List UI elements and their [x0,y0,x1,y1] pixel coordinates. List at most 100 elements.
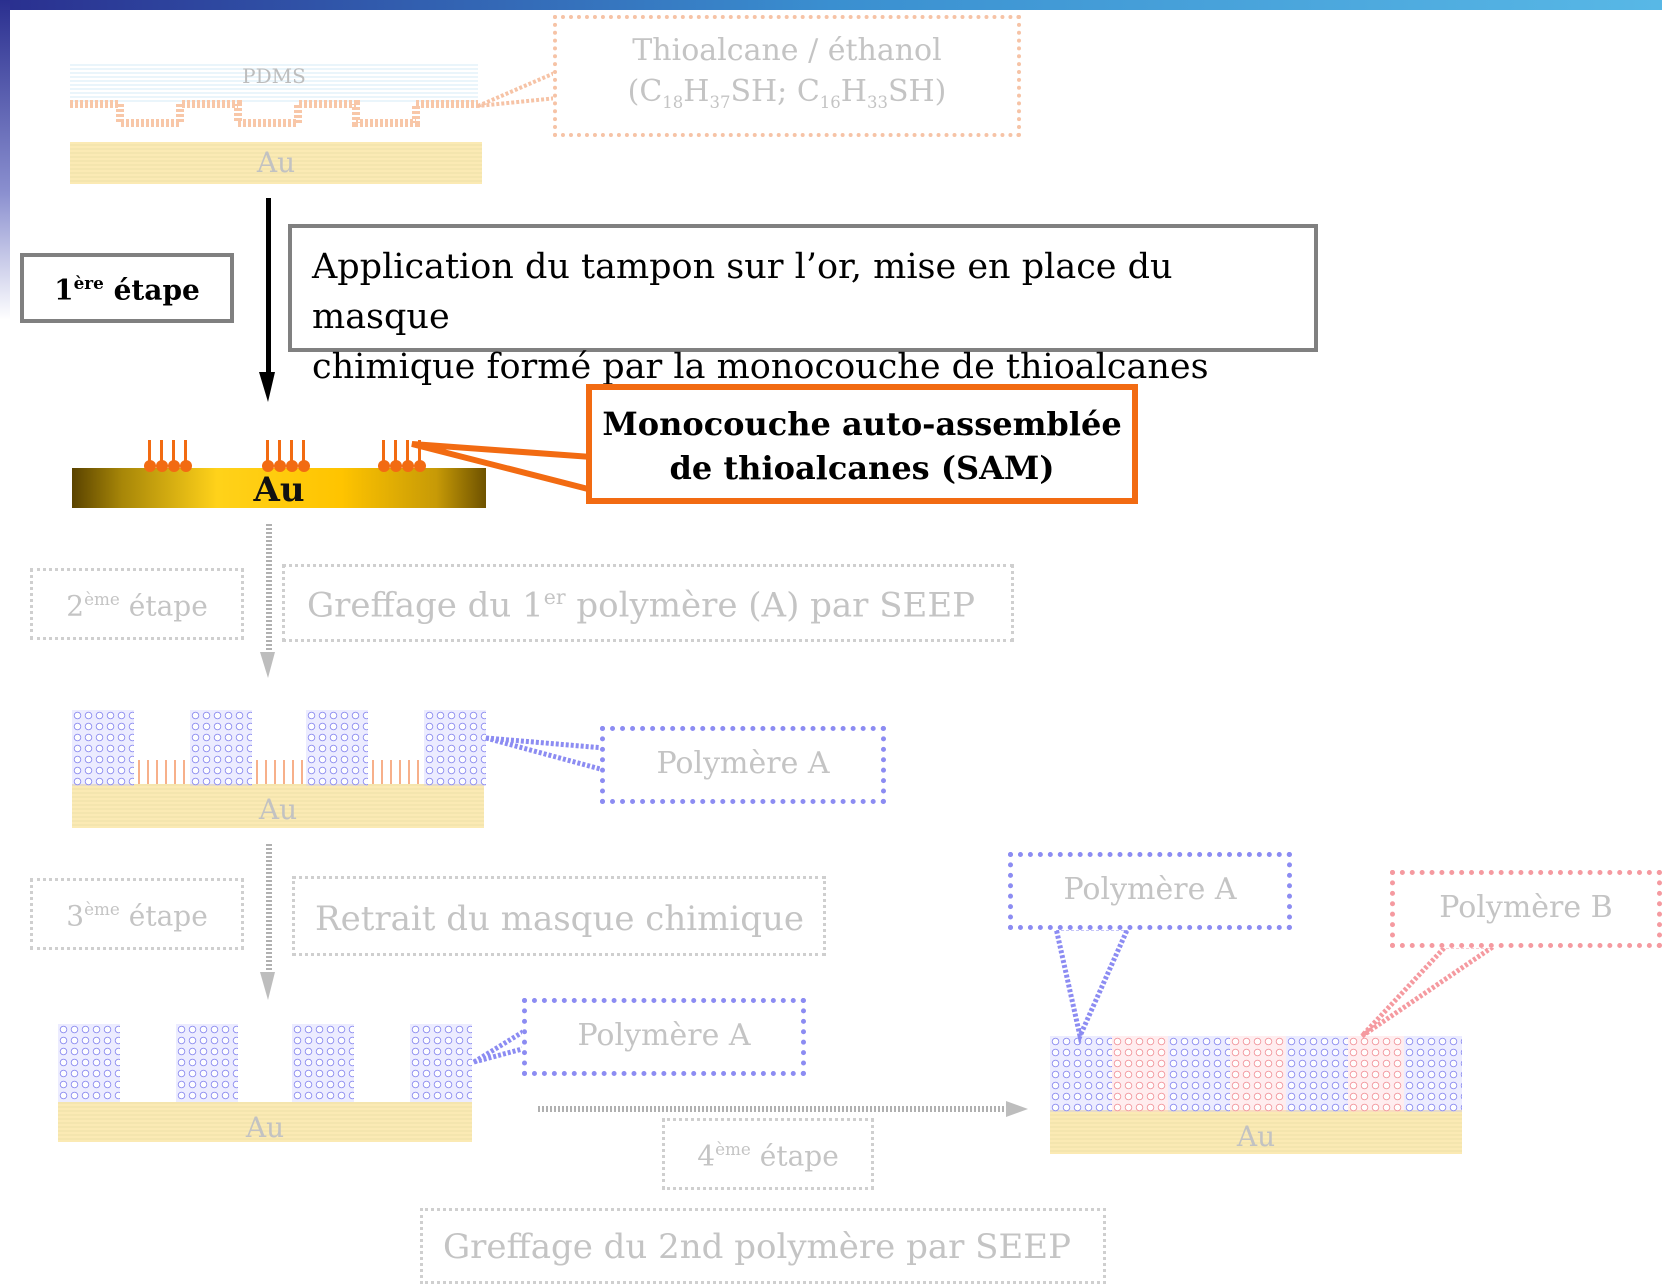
sam-callout: Monocouche auto-assemblée de thioalcanes… [586,384,1138,504]
gold-substrate-step4: Au [1050,1110,1462,1154]
polymer-a-block [1168,1036,1230,1112]
sam-chain [266,440,269,462]
sam-headgroup [262,460,274,472]
sam-chain [147,760,149,784]
polymer-b-block [1112,1036,1168,1112]
sam-chain [283,760,285,784]
polymer-a-callout-step2: Polymère A [600,726,886,804]
polymer-a-block [1286,1036,1348,1112]
polymer-a-block [1050,1036,1112,1112]
step1-arrow [266,198,271,376]
sam-chain [381,760,383,784]
step2-arrow [266,524,272,654]
sam-chain [408,760,410,784]
sam-headgroup [274,460,286,472]
sam-chain [148,440,151,462]
au-label-top: Au [256,146,296,179]
sam-chain [174,760,176,784]
polymer-b-callout-step4: Polymère B [1390,870,1662,948]
sam-chain [382,440,385,462]
sam-chain [418,440,421,462]
side-gradient-bar [0,0,10,320]
step3-arrow [266,842,272,974]
sam-chain [172,440,175,462]
sam-chain [256,760,258,784]
sam-chain [399,760,401,784]
sam-chain [165,760,167,784]
sam-headgroup [378,460,390,472]
sam-line2: de thioalcanes (SAM) [669,449,1055,487]
sam-line1: Monocouche auto-assemblée [602,405,1122,443]
gold-substrate-top: Au [70,142,482,184]
step1-description: Application du tampon sur l’or, mise en … [288,224,1318,387]
polymer-a-pillar [410,1024,472,1102]
polymer-a-pillar [190,710,252,786]
sam-chain [184,440,187,462]
sam-chain [417,760,419,784]
sam-headgroup [286,460,298,472]
sam-headgroup [298,460,310,472]
sam-headgroup [156,460,168,472]
gold-substrate-step2: Au [72,784,484,828]
sam-chain [278,440,281,462]
polymer-a-callout-step3: Polymère A [522,998,806,1076]
step1-label: 1ère étape [20,253,234,323]
sam-chain [160,440,163,462]
step3-description: Retrait du masque chimique [292,876,826,956]
au-label-step3: Au [245,1111,285,1144]
sam-headgroup [414,460,426,472]
sam-chain [274,760,276,784]
step2-label: 2ème étape [30,568,244,640]
sam-chain [394,440,397,462]
gold-substrate-step3: Au [58,1102,472,1144]
pdms-stamp: PDMS [70,62,478,102]
step4-arrow [538,1106,1010,1112]
step4-description: Greffage du 2nd polymère par SEEP [420,1208,1106,1284]
solution-line2: (C18H37SH; C16H33SH) [627,74,947,112]
polymer-a-pillar [72,710,134,786]
pdms-label: PDMS [242,64,306,88]
sam-chain [138,760,140,784]
sam-chain [156,760,158,784]
sam-chain [406,440,409,462]
polymer-a-pillar [292,1024,354,1102]
sam-chain [183,760,185,784]
sam-chain [372,760,374,784]
solution-line1: Thioalcane / éthanol [632,33,942,68]
polymer-b-block [1348,1036,1404,1112]
solution-callout: Thioalcane / éthanol (C18H37SH; C16H33SH… [553,15,1021,137]
gold-substrate-step1: Au [72,468,486,510]
polymer-a-pillar [176,1024,238,1102]
polymer-a-callout-step4: Polymère A [1008,852,1292,930]
polymer-a-pillar [424,710,486,786]
polymer-a-pillar [58,1024,120,1102]
sam-headgroup [402,460,414,472]
sam-chain [265,760,267,784]
sam-chain [302,440,305,462]
step4-label: 4ème étape [662,1118,874,1190]
sam-chain [292,760,294,784]
sam-headgroup [168,460,180,472]
step2-description: Greffage du 1er polymère (A) par SEEP [282,564,1014,642]
step3-label: 3ème étape [30,878,244,950]
sam-chain [390,760,392,784]
polymer-b-block [1230,1036,1286,1112]
au-label-step2: Au [258,793,298,826]
sam-headgroup [390,460,402,472]
au-label-step4: Au [1236,1120,1276,1153]
sam-chain [301,760,303,784]
sam-headgroup [144,460,156,472]
header-gradient-bar [0,0,1662,10]
sam-chain [290,440,293,462]
sam-headgroup [180,460,192,472]
au-label-step1: Au [253,470,305,510]
polymer-a-pillar [306,710,368,786]
